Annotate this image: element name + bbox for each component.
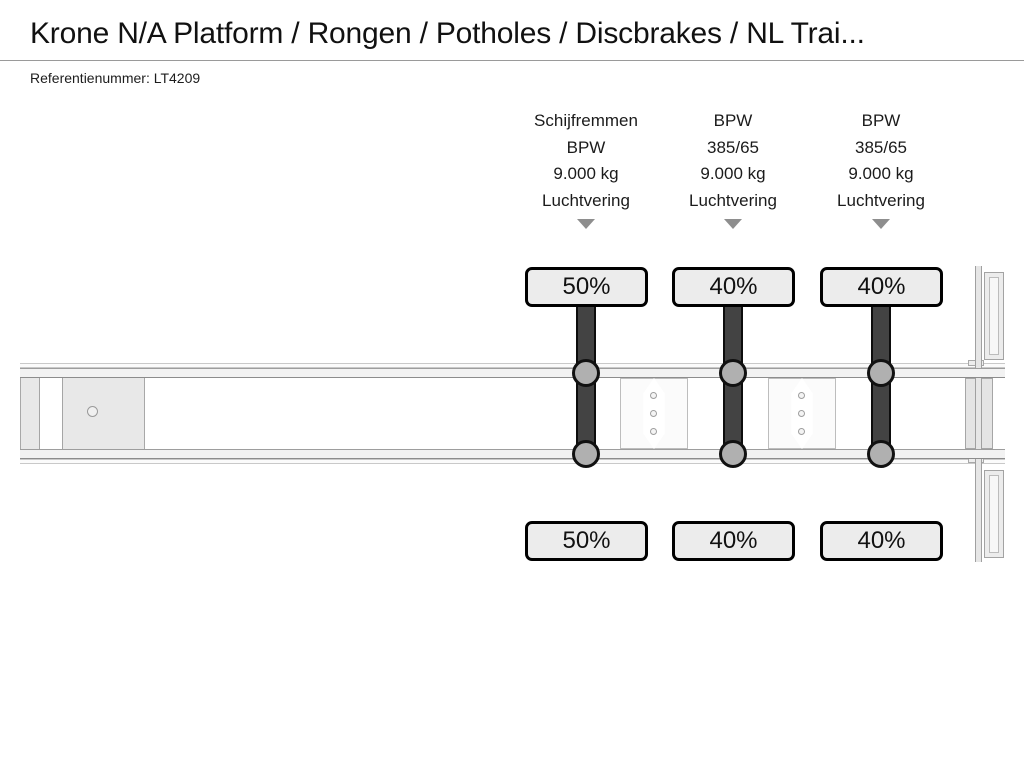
axle-1-marker-icon — [577, 219, 595, 229]
axle-3-marker-icon — [872, 219, 890, 229]
bolt-hole-icon — [650, 392, 657, 399]
bolt-hole-icon — [798, 428, 805, 435]
kingpin-icon — [87, 406, 98, 417]
axle-label-1: Schijfremmen BPW 9.000 kg Luchtvering — [511, 108, 661, 214]
tyre-badge-axle-1-bottom[interactable]: 50% — [525, 521, 648, 561]
rear-mudguard-inner — [989, 277, 999, 355]
page-header: Krone N/A Platform / Rongen / Potholes /… — [0, 0, 1024, 61]
bolt-hole-icon — [798, 392, 805, 399]
chassis-rail-top — [20, 368, 1005, 378]
front-plate-divider — [39, 373, 40, 450]
front-plate-gap — [40, 374, 62, 449]
axle-1-brake-type: Schijfremmen — [534, 111, 638, 130]
axle-1-capacity: 9.000 kg — [553, 164, 619, 183]
chassis-rail-bottom — [20, 449, 1005, 459]
cross-member-bolt-holes — [650, 392, 658, 436]
axle-3-bar-lower — [871, 372, 891, 452]
bolt-hole-icon — [798, 410, 805, 417]
axle-1-hub-top — [572, 359, 600, 387]
axle-2-tyre-size: 385/65 — [707, 137, 759, 157]
axle-label-3: BPW 385/65 9.000 kg Luchtvering — [806, 108, 956, 214]
axle-1-bar-lower — [576, 372, 596, 452]
axle-2-bar-upper — [723, 300, 743, 375]
bolt-hole-icon — [650, 428, 657, 435]
reference-number: Referentienummer: LT4209 — [30, 70, 201, 86]
axle-2-marker-icon — [724, 219, 742, 229]
rear-mudguard-inner — [989, 475, 999, 553]
axle-2-bar-lower — [723, 372, 743, 452]
cross-member-panel-left — [620, 378, 654, 449]
axle-label-2: BPW 385/65 9.000 kg Luchtvering — [658, 108, 808, 214]
cross-member-1 — [620, 378, 688, 449]
axle-1-brand: BPW — [566, 137, 606, 157]
cross-member-bolt-holes — [798, 392, 806, 436]
axle-2-hub-bottom — [719, 440, 747, 468]
page-title: Krone N/A Platform / Rongen / Potholes /… — [30, 17, 865, 50]
axle-3-hub-top — [867, 359, 895, 387]
cross-member-2 — [768, 378, 836, 449]
axle-3-capacity: 9.000 kg — [848, 164, 914, 183]
tyre-badge-axle-2-bottom[interactable]: 40% — [672, 521, 795, 561]
rear-mudguard-bottom — [984, 470, 1004, 558]
rear-frame-post — [975, 266, 982, 562]
axle-2-hub-top — [719, 359, 747, 387]
bolt-hole-icon — [650, 410, 657, 417]
axle-3-brand: BPW — [861, 111, 901, 130]
cross-member-panel-right — [654, 378, 688, 449]
axle-3-hub-bottom — [867, 440, 895, 468]
axle-1-bar-upper — [576, 300, 596, 375]
axle-1-hub-bottom — [572, 440, 600, 468]
chassis-skin-bottom — [20, 459, 1005, 464]
axle-2-suspension: Luchtvering — [689, 190, 777, 210]
tyre-badge-axle-1-top[interactable]: 50% — [525, 267, 648, 307]
cross-member-panel-right — [802, 378, 836, 449]
cross-member-panel-left — [768, 378, 802, 449]
chassis-skin-top — [20, 363, 1005, 368]
rear-mudguard-top — [984, 272, 1004, 360]
axle-2-brand: BPW — [713, 111, 753, 130]
front-plate-divider — [62, 373, 63, 450]
axle-3-tyre-size: 385/65 — [855, 137, 907, 157]
tyre-badge-axle-2-top[interactable]: 40% — [672, 267, 795, 307]
tyre-badge-axle-3-top[interactable]: 40% — [820, 267, 943, 307]
tyre-badge-axle-3-bottom[interactable]: 40% — [820, 521, 943, 561]
axle-3-bar-upper — [871, 300, 891, 375]
axle-2-capacity: 9.000 kg — [700, 164, 766, 183]
axle-3-suspension: Luchtvering — [837, 190, 925, 210]
axle-1-suspension: Luchtvering — [542, 190, 630, 210]
